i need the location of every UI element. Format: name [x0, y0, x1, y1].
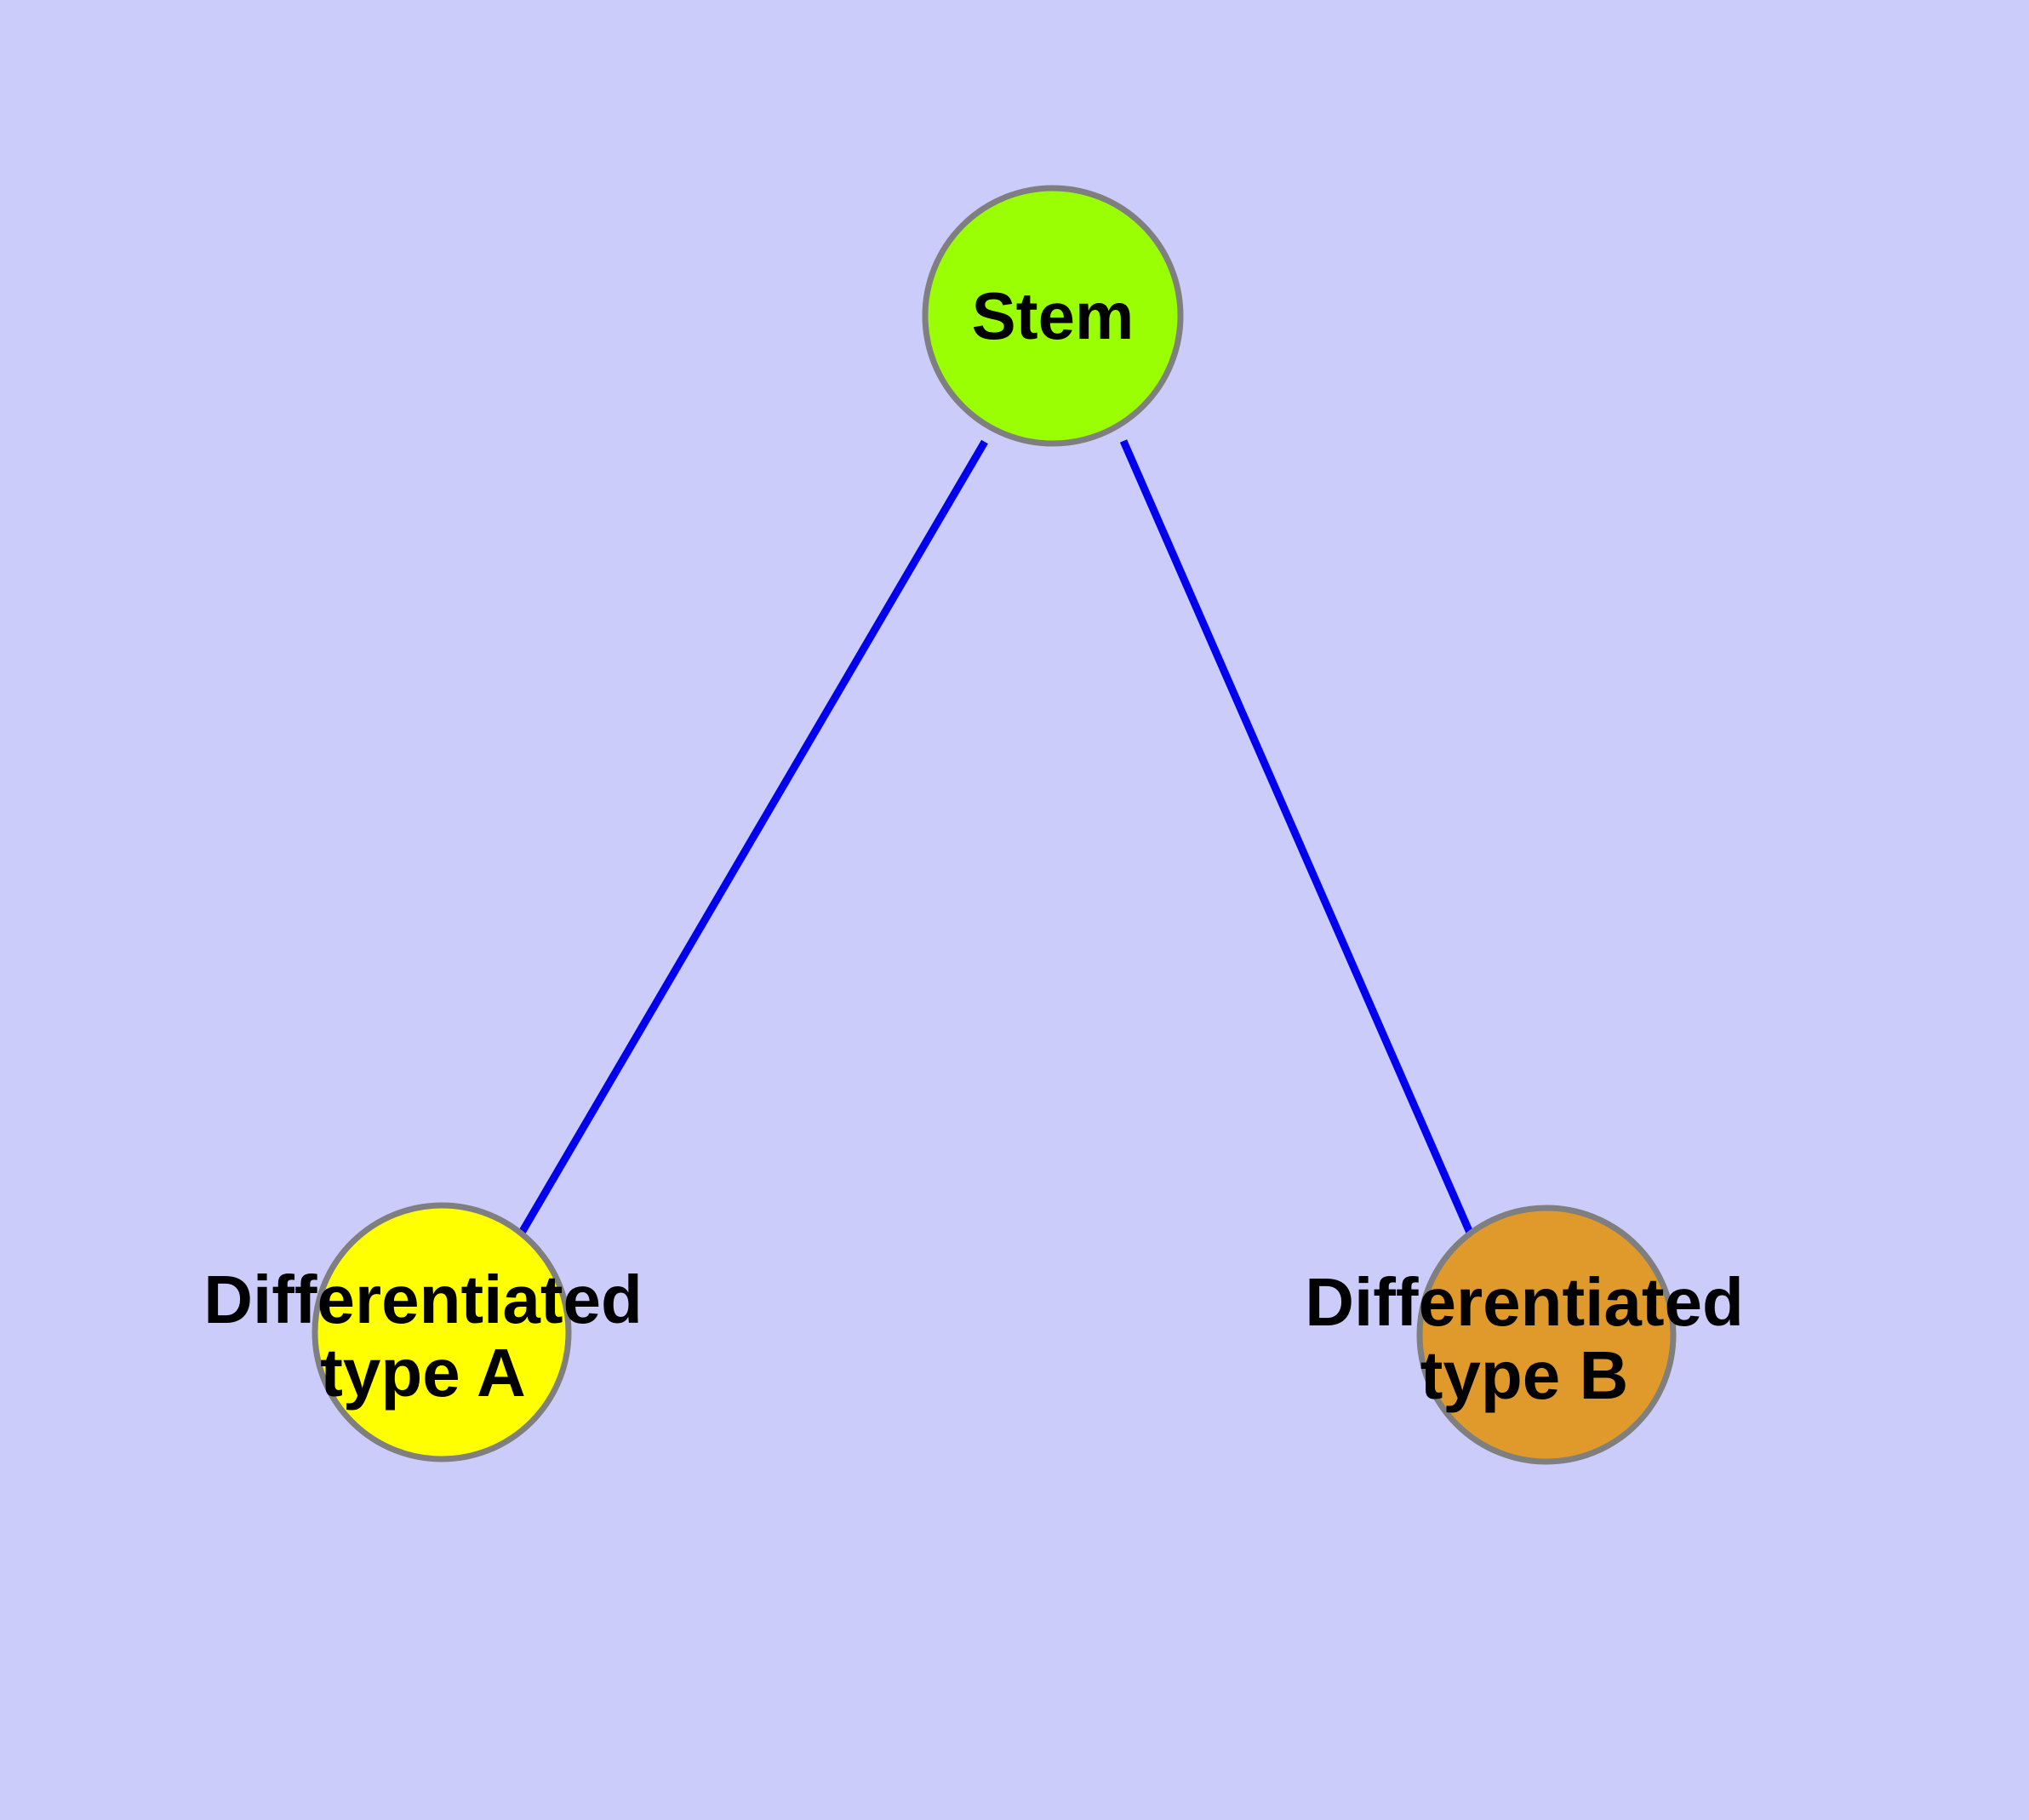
- edge-stem-to-diff-b[interactable]: [1119, 439, 1474, 1234]
- node-stem-circle[interactable]: [922, 185, 1184, 447]
- edge-layer: [518, 439, 1474, 1235]
- node-diff-a-circle[interactable]: [311, 1202, 572, 1462]
- edge-stem-to-diff-a[interactable]: [518, 439, 988, 1235]
- node-diff-b-circle[interactable]: [1416, 1205, 1677, 1465]
- node-layer: [311, 185, 1677, 1465]
